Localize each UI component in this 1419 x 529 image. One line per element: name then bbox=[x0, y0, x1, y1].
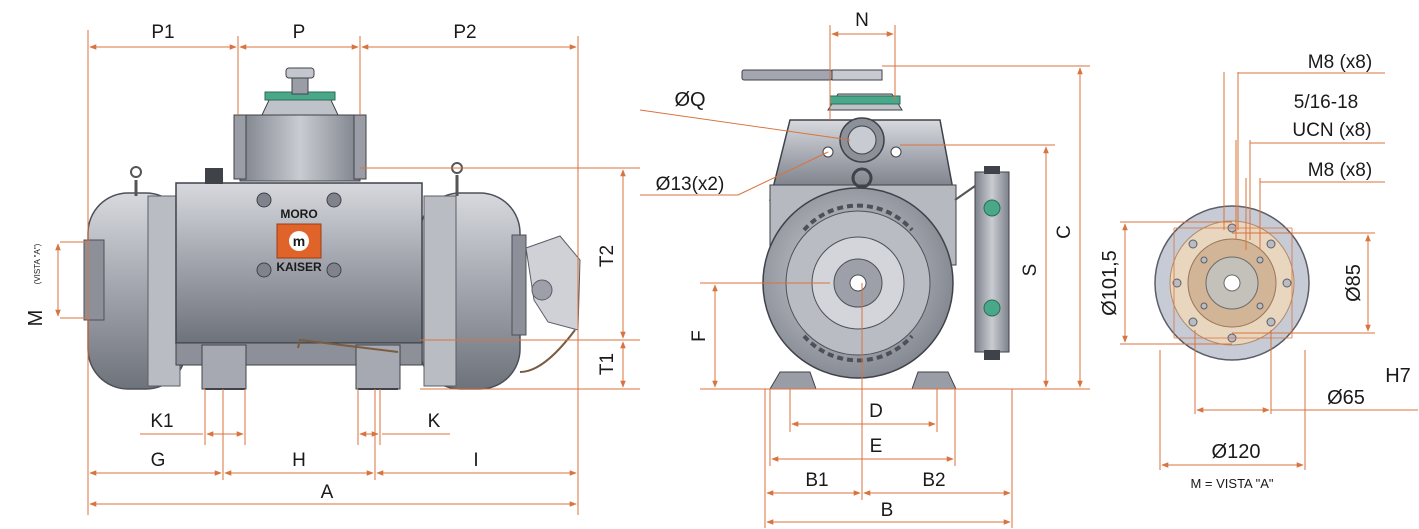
label-p2: P2 bbox=[453, 22, 476, 43]
top-valve bbox=[233, 67, 367, 182]
flange-view: M8 (x8) 5/16-18 UCN (x8) M8 (x8) Ø101,5 … bbox=[1099, 52, 1418, 491]
label-f: F bbox=[689, 330, 710, 342]
feet bbox=[175, 338, 423, 390]
label-p: P bbox=[293, 22, 306, 43]
label-t2: T2 bbox=[597, 245, 618, 267]
label-d65: Ø65 bbox=[1327, 387, 1365, 409]
label-m8-mid: M8 (x8) bbox=[1308, 160, 1372, 181]
label-d: D bbox=[869, 401, 883, 422]
label-h7: H7 bbox=[1385, 365, 1411, 387]
label-g: G bbox=[151, 450, 166, 471]
label-hole: Ø13(x2) bbox=[656, 174, 725, 195]
label-t1: T1 bbox=[597, 353, 618, 375]
label-q: ØQ bbox=[674, 89, 705, 111]
front-view: N ØQ Ø13(x2) C S F D E B1 B2 B bbox=[639, 10, 1090, 528]
label-m-sub: (VISTA "A") bbox=[33, 243, 42, 284]
label-caption: M = VISTA "A" bbox=[1190, 476, 1273, 491]
label-b: B bbox=[881, 500, 894, 521]
flange-labels: M8 (x8) 5/16-18 UCN (x8) M8 (x8) Ø101,5 … bbox=[1099, 52, 1411, 491]
right-cylinder bbox=[419, 162, 581, 390]
label-h: H bbox=[292, 450, 306, 471]
central-housing bbox=[175, 168, 423, 344]
label-d101: Ø101,5 bbox=[1099, 250, 1121, 316]
label-e: E bbox=[870, 436, 883, 457]
label-unc-line1: 5/16-18 bbox=[1294, 92, 1358, 113]
label-b2: B2 bbox=[922, 470, 945, 491]
label-c: C bbox=[1054, 225, 1075, 239]
brand-mark: m bbox=[293, 233, 305, 249]
label-a: A bbox=[321, 482, 334, 503]
label-k: K bbox=[428, 411, 441, 432]
label-m: M bbox=[25, 310, 47, 327]
brand-logo: MORO m KAISER bbox=[276, 207, 322, 274]
side-manifold bbox=[954, 166, 1010, 360]
left-cylinder bbox=[83, 166, 187, 390]
label-b1: B1 bbox=[805, 470, 828, 491]
front-motor-disc bbox=[762, 187, 954, 379]
label-d85: Ø85 bbox=[1343, 264, 1365, 302]
flange-dimensions bbox=[1120, 72, 1418, 470]
front-labels: N ØQ Ø13(x2) C S F D E B1 B2 B bbox=[656, 10, 1075, 521]
label-i: I bbox=[473, 450, 478, 471]
label-m8-top: M8 (x8) bbox=[1308, 52, 1372, 73]
label-s: S bbox=[1020, 264, 1041, 277]
label-unc-line2: UCN (x8) bbox=[1292, 120, 1371, 141]
flange-disc bbox=[1154, 205, 1310, 361]
label-k1: K1 bbox=[150, 411, 173, 432]
brand-bottom: KAISER bbox=[276, 260, 322, 274]
label-p1: P1 bbox=[151, 22, 174, 43]
side-dimensions bbox=[55, 30, 640, 515]
front-dimensions bbox=[639, 25, 1090, 528]
side-labels: P1 P P2 T2 T1 M (VISTA "A") K1 K G H I A bbox=[25, 22, 618, 503]
label-n: N bbox=[855, 10, 869, 31]
flange-hatch bbox=[1173, 227, 1293, 339]
side-view: MORO m KAISER bbox=[25, 22, 640, 515]
label-d120: Ø120 bbox=[1212, 441, 1261, 463]
brand-top: MORO bbox=[280, 207, 317, 221]
